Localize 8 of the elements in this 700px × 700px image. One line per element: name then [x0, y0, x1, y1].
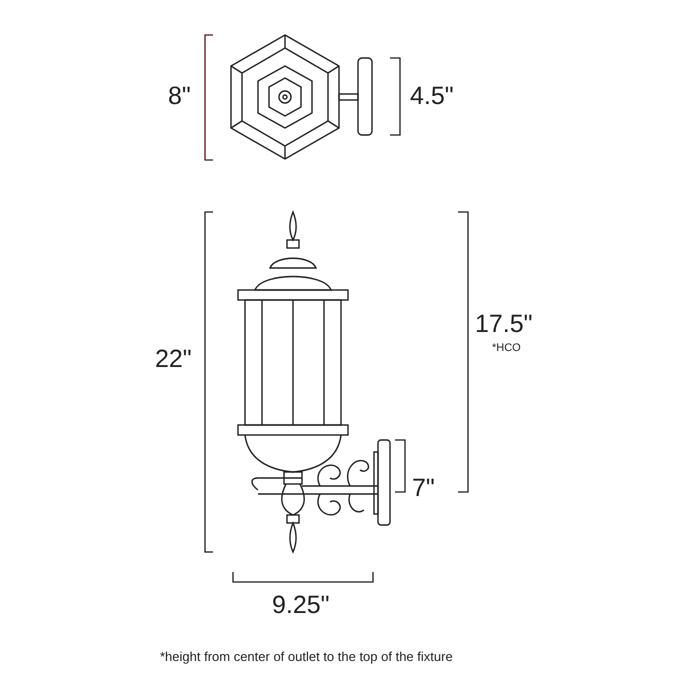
dimension-label: 8"	[168, 84, 191, 109]
dimension-label: 22"	[155, 347, 192, 372]
dimension-label: 7"	[412, 476, 435, 501]
dimension-label: 9.25"	[272, 593, 330, 618]
dimension-label: 17.5"	[475, 312, 533, 337]
footnote: *height from center of outlet to the top of the fixture	[160, 650, 453, 663]
footnote-mark: *HCO	[492, 343, 521, 354]
dimension-label: 4.5"	[410, 84, 454, 109]
